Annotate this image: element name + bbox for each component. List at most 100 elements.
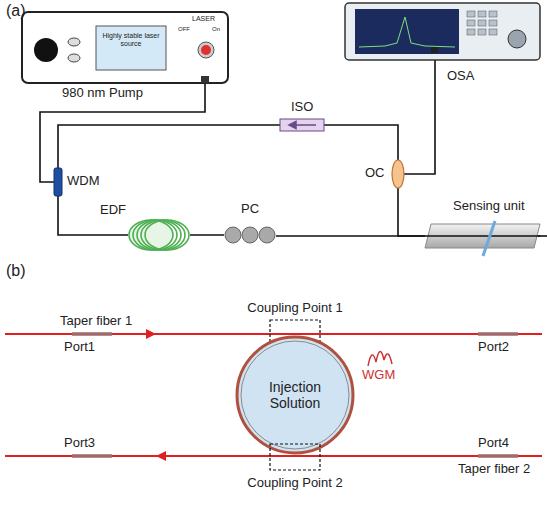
taper-core xyxy=(478,334,518,335)
isolator-body xyxy=(280,119,324,131)
coupler-body xyxy=(54,168,62,196)
node-label: OC xyxy=(365,166,385,181)
spectrum-analyzer: OSA xyxy=(345,3,540,60)
button xyxy=(467,20,475,26)
microresonator: Injection Solution xyxy=(235,335,355,455)
isolator-arrow xyxy=(289,122,316,129)
node-shape xyxy=(54,168,62,196)
node-label: Coupling Point 2 xyxy=(243,476,347,491)
button xyxy=(467,29,475,35)
node-label: OSA xyxy=(447,69,474,84)
button xyxy=(478,29,486,35)
spectrum-trace xyxy=(359,17,455,47)
node-label: ISO xyxy=(291,100,313,115)
wdm-coupler: WDM xyxy=(54,168,62,196)
node-label: EDF xyxy=(100,203,126,218)
direction-arrow xyxy=(156,451,166,461)
node-shape xyxy=(425,224,540,248)
panel-label: (a) xyxy=(6,2,26,20)
node-shape xyxy=(224,222,276,248)
fiber-connection xyxy=(58,196,128,235)
fiber-connection xyxy=(398,188,425,236)
wgm-spectrum xyxy=(368,351,392,366)
port-label: Port1 xyxy=(64,340,95,355)
taper-section xyxy=(72,454,112,458)
button xyxy=(489,20,497,26)
port-label: Port2 xyxy=(478,340,509,355)
resonator-inner xyxy=(241,341,349,449)
node-label: 980 nm Pump xyxy=(62,86,143,101)
taper-section xyxy=(478,454,518,458)
erbium-fiber-coil: EDF xyxy=(128,218,190,252)
taper-section xyxy=(478,332,518,336)
button xyxy=(68,38,80,46)
resonator-wall xyxy=(237,337,353,453)
taper-core xyxy=(478,456,518,457)
sensing-unit: Sensing unit xyxy=(425,224,540,248)
coupling-region: Coupling Point 2 xyxy=(270,444,320,470)
node-label: Highly stable laser source xyxy=(98,32,164,48)
fiber-loop xyxy=(133,220,177,250)
node-shape xyxy=(280,119,324,131)
polarization-controller: PC xyxy=(224,222,276,248)
node-shape xyxy=(392,160,404,188)
node-shape xyxy=(345,3,540,60)
input-port xyxy=(431,47,438,53)
node-label: Coupling Point 1 xyxy=(243,301,347,316)
button-grid xyxy=(467,11,497,35)
fiber-connection xyxy=(404,60,435,174)
button xyxy=(478,20,486,26)
coupler-body xyxy=(392,160,404,188)
mode-label: WGM xyxy=(362,368,395,383)
power-button xyxy=(201,45,211,55)
controller-paddle xyxy=(259,227,275,243)
panel-label: (b) xyxy=(6,262,26,280)
power-button xyxy=(198,42,214,58)
output-port xyxy=(201,76,209,83)
taper-fiber xyxy=(5,455,542,457)
display-screen xyxy=(96,26,166,70)
fiber-through xyxy=(425,235,540,237)
fiber-loop xyxy=(137,220,181,250)
device-body xyxy=(345,3,540,60)
laser-source: Highly stable laser sourceLASEROFFOn980 … xyxy=(22,12,228,83)
controller-paddle xyxy=(225,227,241,243)
node-shape xyxy=(270,444,320,470)
controller-paddle xyxy=(242,227,258,243)
fiber-connection xyxy=(58,125,280,168)
control-knob xyxy=(508,30,526,48)
taper-core xyxy=(72,334,112,335)
fiber-loop xyxy=(145,220,189,250)
control-knob xyxy=(34,38,58,62)
taper-core xyxy=(72,456,112,457)
button xyxy=(489,11,497,17)
node-label: LASER xyxy=(192,15,215,23)
node-label: PC xyxy=(241,202,259,217)
optical-coupler: OC xyxy=(392,160,404,188)
taper-fiber xyxy=(483,221,495,256)
button xyxy=(68,54,80,62)
node-label: Injection Solution xyxy=(253,379,337,411)
device-body xyxy=(22,12,228,83)
sensing-housing xyxy=(425,224,540,248)
fiber-label: Taper fiber 1 xyxy=(60,314,132,329)
fiber-connection xyxy=(190,234,224,236)
node-shape xyxy=(22,12,228,83)
node-label: Sensing unit xyxy=(453,199,525,214)
node-label: On xyxy=(212,26,220,33)
button xyxy=(478,11,486,17)
port-label: Port3 xyxy=(64,436,95,451)
button xyxy=(467,11,475,17)
button xyxy=(489,29,497,35)
fiber-connection xyxy=(324,125,398,160)
dashed-box xyxy=(270,444,320,470)
port-label: Port4 xyxy=(478,436,509,451)
direction-arrow xyxy=(146,329,156,339)
fiber-loop xyxy=(141,220,185,250)
isolator: ISO xyxy=(280,119,324,131)
node-label: WDM xyxy=(67,174,100,189)
node-shape xyxy=(128,218,190,252)
taper-section xyxy=(72,332,112,336)
